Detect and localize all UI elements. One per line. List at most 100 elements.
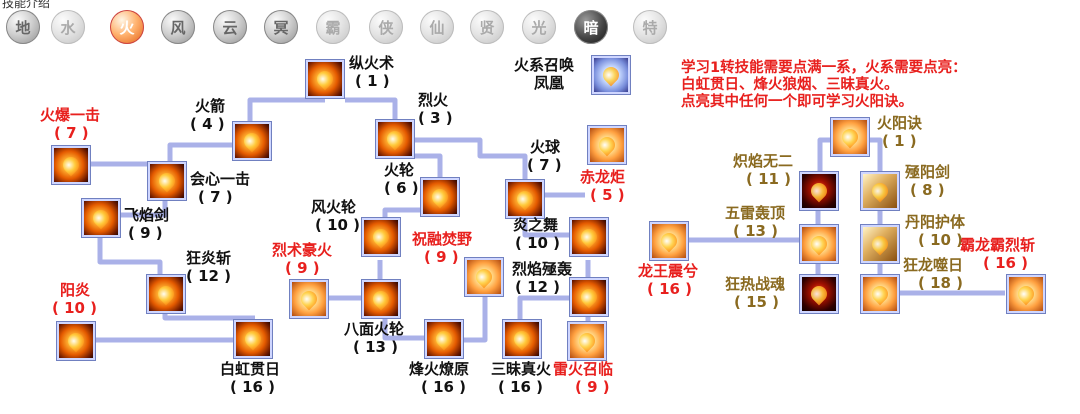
link-root-liehuo — [345, 97, 398, 122]
skill-icon-danyang[interactable] — [860, 224, 900, 264]
tab-ba[interactable]: 霸 — [316, 10, 350, 44]
note-line-2: 白虹贯日、烽火狼烟、三昧真火。 — [681, 77, 899, 93]
skill-icon-huixin[interactable] — [147, 161, 187, 201]
skill-name-lieyan: 烈焰殛轰 — [512, 260, 573, 278]
note-line-1: 学习1转技能需要点满一系，火系需要点亮： — [681, 60, 967, 76]
skill-icon-huoqiu[interactable] — [505, 179, 545, 219]
skill-name-yangyan: 阳炎 — [60, 281, 91, 299]
tab-earth[interactable]: 地 — [6, 10, 40, 44]
shield-icon — [868, 232, 892, 256]
skill-icon-longwang[interactable] — [649, 221, 689, 261]
sun-fire-icon — [64, 329, 88, 353]
flame-blast-icon — [577, 285, 601, 309]
skill-icon-fenghuoliao[interactable] — [424, 319, 464, 359]
skill-name-liehuo: 烈火 — [418, 91, 449, 109]
skill-icon-zonghuoshu[interactable] — [305, 59, 345, 99]
skill-icon-yiyangjian[interactable] — [860, 171, 900, 211]
tab-xian[interactable]: 仙 — [420, 10, 454, 44]
skill-name-longwang: 龙王震兮 — [638, 262, 699, 280]
skill-level-huolun: ( 6 ) — [384, 179, 419, 197]
skill-name-chilong: 赤龙炬 — [580, 168, 626, 186]
skill-level-yanzhiwu: ( 10 ) — [515, 234, 561, 252]
skill-level-feiyanjian: ( 9 ) — [128, 224, 163, 242]
slash-icon — [154, 282, 178, 306]
skill-icon-balong[interactable] — [1006, 274, 1046, 314]
true-fire-icon — [510, 327, 534, 351]
skill-icon-huojian[interactable] — [232, 121, 272, 161]
link-zhurong-fenghuoliao — [462, 295, 488, 343]
fire-icon — [383, 127, 407, 151]
wind-wheel-icon — [369, 225, 393, 249]
skill-icon-chilong[interactable] — [587, 125, 627, 165]
tab-light[interactable]: 光 — [522, 10, 556, 44]
note-line-3: 点亮其中任何一个即可学习火阳诀。 — [681, 94, 913, 110]
skill-name-zhurong: 祝融焚野 — [412, 230, 473, 248]
skill-level-zonghuoshu: ( 1 ) — [355, 72, 390, 90]
skill-icon-huobao[interactable] — [51, 145, 91, 185]
link-feiyan-kuangyan — [97, 235, 163, 275]
skill-icon-leihuo[interactable] — [567, 321, 607, 361]
skill-icon-kuanglong[interactable] — [860, 274, 900, 314]
skill-icon-fenghuang[interactable] — [591, 55, 631, 95]
skill-icon-liehuo[interactable] — [375, 119, 415, 159]
tab-xia[interactable]: 侠 — [369, 10, 403, 44]
skill-icon-fenghuolun[interactable] — [361, 217, 401, 257]
skill-level-longwang: ( 16 ) — [647, 280, 693, 298]
skill-icon-feiyanjian[interactable] — [81, 198, 121, 238]
flame-dance-icon — [577, 225, 601, 249]
tab-nether[interactable]: 冥 — [264, 10, 298, 44]
tab-cloud[interactable]: 云 — [213, 10, 247, 44]
skill-level-lieyan: ( 12 ) — [515, 278, 561, 296]
skill-level-danyang: ( 10 ) — [918, 231, 964, 249]
skill-name-yiyangjian: 殛阳剑 — [905, 163, 951, 181]
skill-name-danyang: 丹阳护体 — [905, 213, 966, 231]
skill-level-yangyan: ( 10 ) — [52, 299, 98, 317]
skill-level-balong: ( 16 ) — [983, 254, 1029, 272]
skill-name-bamian: 八面火轮 — [344, 320, 405, 338]
skill-icon-wulei[interactable] — [799, 224, 839, 264]
skill-level-liehuo: ( 3 ) — [418, 109, 453, 127]
eight-wheel-icon — [369, 287, 393, 311]
tab-wind[interactable]: 风 — [161, 10, 195, 44]
skill-icon-yanzhiwu[interactable] — [569, 217, 609, 257]
tab-fire[interactable]: 火 — [110, 10, 144, 44]
skill-icon-huolun[interactable] — [420, 177, 460, 217]
tab-special[interactable]: 特 — [633, 10, 667, 44]
skill-level-huobao: ( 7 ) — [54, 124, 89, 142]
tab-dark[interactable]: 暗 — [574, 10, 608, 44]
skill-icon-lieyan[interactable] — [569, 277, 609, 317]
tab-xian2[interactable]: 贤 — [470, 10, 504, 44]
skill-level-huixin: ( 7 ) — [198, 188, 233, 206]
sun-sword-icon — [868, 179, 892, 203]
skill-level-huojian: ( 4 ) — [190, 115, 225, 133]
tab-water[interactable]: 水 — [51, 10, 85, 44]
skill-icon-yangyan[interactable] — [56, 321, 96, 361]
skill-icon-baihong[interactable] — [233, 319, 273, 359]
skill-icon-chiyan[interactable] — [799, 171, 839, 211]
skill-icon-kuangre[interactable] — [799, 274, 839, 314]
skill-level-bamian: ( 13 ) — [353, 338, 399, 356]
explosion-icon — [297, 287, 321, 311]
skill-icon-lieshu[interactable] — [289, 279, 329, 319]
skill-name-kuangyanzhan: 狂炎斩 — [186, 249, 232, 267]
mad-dragon-icon — [868, 282, 892, 306]
fireball-icon — [513, 187, 537, 211]
strike-icon — [155, 169, 179, 193]
skill-icon-sanmei[interactable] — [502, 319, 542, 359]
skill-name-fenghuoliao: 烽火燎原 — [409, 360, 470, 378]
skill-level-wulei: ( 13 ) — [733, 222, 779, 240]
thunder-icon — [807, 232, 831, 256]
skill-level-sanmei: ( 16 ) — [498, 378, 544, 396]
skill-icon-huoyangjue[interactable] — [830, 117, 870, 157]
skill-icon-kuangyanzhan[interactable] — [146, 274, 186, 314]
skill-name-zonghuoshu: 纵火术 — [349, 54, 395, 72]
skill-level-huoqiu: ( 7 ) — [527, 156, 562, 174]
skill-name-balong: 霸龙霸烈斩 — [960, 236, 1036, 254]
skill-name-huolun: 火轮 — [384, 161, 415, 179]
page-title: 技能介绍 — [2, 0, 51, 10]
skill-icon-bamian[interactable] — [361, 279, 401, 319]
skill-icon-zhurong[interactable] — [464, 257, 504, 297]
requirement-note: 学习1转技能需要点满一系，火系需要点亮： 白虹贯日、烽火狼烟、三昧真火。 点亮其… — [681, 60, 967, 111]
